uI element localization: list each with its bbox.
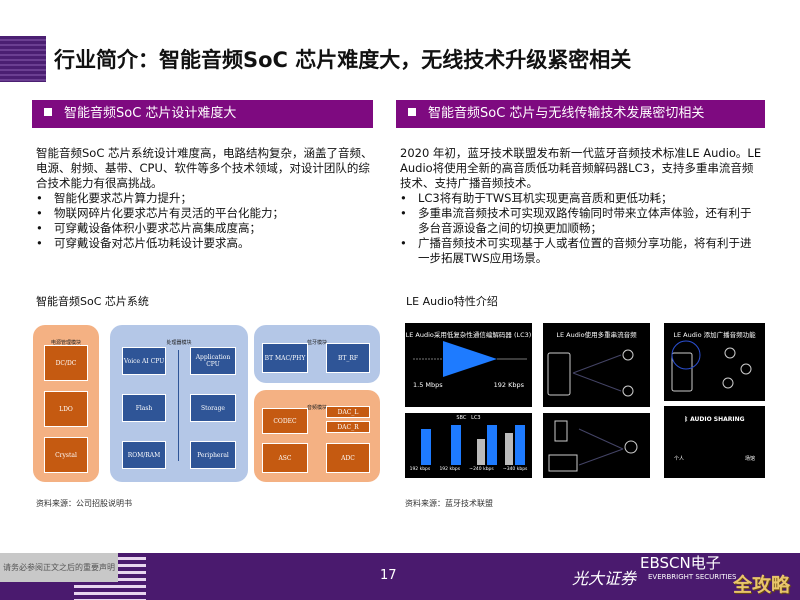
x-label: 192 kbps <box>439 467 461 472</box>
legend-sbc: SBC <box>456 415 467 421</box>
right-body: 2020 年初，蓝牙技术联盟发布新一代蓝牙音频技术标准LE Audio。LE A… <box>400 146 762 266</box>
group-label: 蓝牙模块 <box>306 340 327 346</box>
right-figure-title: LE Audio特性介绍 <box>406 295 498 308</box>
multisource-panel <box>543 413 650 478</box>
x-label: ~340 kbps <box>502 467 528 472</box>
brand-logo: 光大证券 <box>572 569 637 588</box>
block: DC/DC <box>44 345 88 381</box>
panel-title: LE Audio使用多重串流音频 <box>556 331 637 339</box>
block: ADC <box>326 443 370 473</box>
block: LDO <box>44 391 88 427</box>
bars <box>421 425 525 465</box>
sharing-label: AUDIO SHARING <box>690 416 745 423</box>
left-intro: 智能音频SoC 芯片系统设计难度高，电路结构复杂，涵盖了音频、电源、射频、基带、… <box>36 146 373 190</box>
bullet: 广播音频技术可实现基于人或者位置的音频分享功能，将有利于进一步拓展TWS应用场景… <box>400 236 762 266</box>
panel-title: LE Audio采用低复杂性通信编解码器 (LC3) <box>405 331 532 339</box>
multistream-panel: LE Audio使用多重串流音频 <box>543 323 650 407</box>
group-label: 电源管理模块 <box>50 340 81 346</box>
block: BT MAC/PHY <box>262 343 308 373</box>
header-stripe <box>0 36 46 82</box>
block: ROM/RAM <box>122 441 166 469</box>
bluetooth-icon: ᛒ <box>684 416 688 423</box>
output-rate: 192 Kbps <box>493 381 524 389</box>
lc3-panel: LE Audio采用低复杂性通信编解码器 (LC3) 1.5 Mbps 192 K… <box>405 323 532 407</box>
block: BT_RF <box>326 343 370 373</box>
broadcast-panel: LE Audio 添加广播音频功能 <box>664 323 765 401</box>
block: Peripheral <box>190 441 236 469</box>
right-intro: 2020 年初，蓝牙技术联盟发布新一代蓝牙音频技术标准LE Audio。LE A… <box>400 146 762 190</box>
right-section-header: 智能音频SoC 芯片与无线传输技术发展密切相关 <box>396 100 765 128</box>
input-rate: 1.5 Mbps <box>413 381 443 389</box>
audio-module: 音频模块 CODEC DAC_L DAC_R ASC ADC <box>254 390 380 482</box>
bullet: 物联网碎片化要求芯片有灵活的平台化能力； <box>36 206 376 221</box>
codec-bar-chart: SBC LC3 192 kbps 192 kbps ~240 kbps ~340 kb… <box>405 413 532 478</box>
block: Flash <box>122 394 166 422</box>
left-header-text: 智能音频SoC 芯片设计难度大 <box>64 106 237 121</box>
legend-lc3: LC3 <box>471 415 481 421</box>
x-label: ~240 kbps <box>469 467 494 472</box>
bullet: 多重串流音频技术可实现双路传输同时带来立体声体验，还有利于多台音源设备之间的切换… <box>400 206 762 236</box>
bluetooth-module: 蓝牙模块 BT MAC/PHY BT_RF <box>254 325 380 383</box>
watermark: 全攻略 <box>733 574 791 596</box>
group-label: 处理器模块 <box>166 340 192 346</box>
block: ASC <box>262 443 308 473</box>
block: DAC_R <box>326 421 370 433</box>
group-label: 音频模块 <box>306 405 327 411</box>
bullet: LC3将有助于TWS耳机实现更高音质和更低功耗； <box>400 191 762 206</box>
x-label: 192 kbps <box>409 467 431 472</box>
disclaimer: 请务必参阅正文之后的重要声明 <box>0 553 118 582</box>
block: Voice AI CPU <box>122 347 166 375</box>
codec-triangle-icon <box>413 341 527 377</box>
right-source: 资料来源：蓝牙技术联盟 <box>405 499 493 508</box>
left-section-header: 智能音频SoC 芯片设计难度大 <box>32 100 373 128</box>
block: Application CPU <box>190 347 236 375</box>
panel-title: LE Audio 添加广播音频功能 <box>673 331 756 339</box>
left-source: 资料来源：公司招股说明书 <box>36 499 132 508</box>
devices-earbuds-icon <box>548 420 638 472</box>
block: Storage <box>190 394 236 422</box>
venue-label: 场馆 <box>744 456 755 462</box>
left-figure-title: 智能音频SoC 芯片系统 <box>36 295 149 308</box>
broadcast-phone-icon <box>671 340 752 392</box>
page-number: 17 <box>380 568 397 583</box>
bullet: 可穿戴设备体积小要求芯片高集成度高； <box>36 221 376 236</box>
block: CODEC <box>262 408 308 434</box>
personal-label: 个人 <box>674 456 685 462</box>
cpu-module: 处理器模块 Voice AI CPU Application CPU Flash… <box>110 325 248 482</box>
block: DAC_L <box>326 406 370 418</box>
right-header-text: 智能音频SoC 芯片与无线传输技术发展密切相关 <box>428 106 705 121</box>
phone-earbuds-icon <box>547 349 634 397</box>
power-module: 电源管理模块 DC/DC LDO Crystal <box>33 325 99 482</box>
left-body: 智能音频SoC 芯片系统设计难度高，电路结构复杂，涵盖了音频、电源、射频、基带、… <box>36 146 376 251</box>
bullet: 可穿戴设备对芯片低功耗设计要求高。 <box>36 236 376 251</box>
brand-english: EVERBRIGHT SECURITIES <box>648 573 737 581</box>
audio-sharing-panel: ᛒ AUDIO SHARING 个人 场馆 <box>664 406 765 478</box>
page-title: 行业简介：智能音频SoC 芯片难度大，无线技术升级紧密相关 <box>54 48 632 72</box>
wechat-account: EBSCN电子 <box>640 554 721 572</box>
block: Crystal <box>44 437 88 473</box>
bullet: 智能化要求芯片算力提升； <box>36 191 376 206</box>
